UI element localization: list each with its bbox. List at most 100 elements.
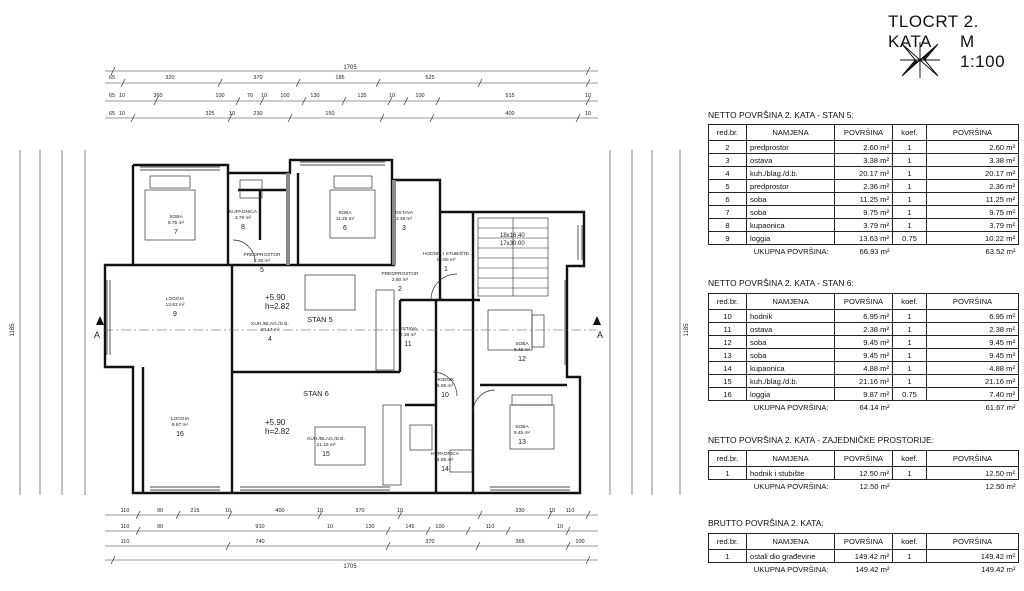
table-cell: 2.38 m² [926, 322, 1019, 336]
dimension-label: 130 [310, 93, 319, 99]
table-cell: kupaonica [746, 218, 835, 232]
total-net-area: 12.50 m² [985, 482, 1016, 491]
table-header-cell: NAMJENA [746, 124, 835, 141]
dimension-label: 370 [253, 75, 262, 81]
total-area: 66.93 m² [859, 247, 890, 256]
table-cell: 9.45 m² [926, 348, 1019, 362]
dimension-label: 10 [389, 93, 395, 99]
table-cell: 1 [892, 361, 927, 375]
table-cell: kuh./blag./d.b. [746, 166, 835, 180]
table-cell: 1 [892, 179, 927, 193]
total-label: UKUPNA POVRŠINA: [753, 403, 829, 412]
table-cell: ostava [746, 153, 835, 167]
dimension-label: 65 [109, 111, 115, 117]
table-cell: 20.17 m² [926, 166, 1019, 180]
table-header-cell: red.br. [708, 124, 747, 141]
table-header-cell: red.br. [708, 450, 747, 467]
room-number: 12 [518, 356, 526, 363]
total-label: UKUPNA POVRŠINA: [753, 565, 829, 574]
table-cell: 4.88 m² [926, 361, 1019, 375]
dimension-label: 740 [255, 539, 264, 545]
table-cell: 9.75 m² [926, 205, 1019, 219]
dimension-label: 10 [585, 111, 591, 117]
table-cell: 12.50 m² [926, 466, 1019, 480]
room-number: 9 [173, 311, 177, 318]
dimension-label: 65 [109, 93, 115, 99]
dim-right-total: 1185 [684, 323, 690, 337]
table-cell: 2.36 m² [834, 179, 893, 193]
dimension-label: 230 [253, 111, 262, 117]
section-marker-right: A [597, 330, 603, 340]
table-header-cell: red.br. [708, 533, 747, 550]
room-number: 5 [260, 267, 264, 274]
dimension-label: 10 [229, 111, 235, 117]
dimension-label: 100 [435, 524, 444, 530]
table-cell: 11.25 m² [834, 192, 893, 206]
table-header-cell: koef. [892, 124, 927, 141]
table-cell: 2.60 m² [926, 140, 1019, 154]
dimension-label: 70 [247, 93, 253, 99]
dimension-label: 400 [275, 508, 284, 514]
room-area: 13.63 m² [166, 302, 185, 308]
dimension-label: 10 [585, 93, 591, 99]
table-cell: 0.75 [892, 231, 927, 245]
table-cell: 1 [892, 348, 927, 362]
table-cell: 13 [708, 348, 747, 362]
table-cell: soba [746, 348, 835, 362]
plan-title: TLOCRT 2. KATA [888, 12, 979, 51]
table-cell: 6 [708, 192, 747, 206]
section-marker-left: A [94, 330, 100, 340]
table-header-cell: koef. [892, 293, 927, 310]
table-cell: 8 [708, 218, 747, 232]
table-cell: 9 [708, 231, 747, 245]
dimension-label: 10 [119, 93, 125, 99]
table-cell: 15 [708, 374, 747, 388]
table-cell: 4 [708, 166, 747, 180]
dimension-label: 370 [355, 508, 364, 514]
table-cell: predprostor [746, 140, 835, 154]
table-cell: 3.38 m² [834, 153, 893, 167]
stan6-table-title: NETTO POVRŠINA 2. KATA - STAN 6: [708, 278, 854, 288]
table-cell: 1 [892, 218, 927, 232]
room-number: 7 [174, 229, 178, 236]
table-cell: 2.38 m² [834, 322, 893, 336]
dimension-label: 65 [109, 75, 115, 81]
dimension-label: 90 [157, 524, 163, 530]
dimension-label: 10 [549, 508, 555, 514]
table-cell: 1 [892, 309, 927, 323]
room-name: SOBA [338, 210, 352, 216]
room-number: 6 [343, 225, 347, 232]
room-area: 3.38 m² [396, 216, 413, 222]
dimension-label: 150 [325, 111, 334, 117]
stan5-label: STAN 5 [307, 315, 333, 324]
table-cell: soba [746, 192, 835, 206]
table-cell: 10 [708, 309, 747, 323]
table-cell: 9.45 m² [834, 348, 893, 362]
table-cell: 3.38 m² [926, 153, 1019, 167]
table-cell: 1 [892, 153, 927, 167]
dimension-label: 10 [317, 508, 323, 514]
dimension-label: 110 [486, 524, 495, 530]
height-stan6: h=2.82 [265, 427, 290, 436]
table-cell: 10.22 m² [926, 231, 1019, 245]
room-name: PREDPROSTOR [382, 271, 419, 277]
table-cell: 9.45 m² [926, 335, 1019, 349]
table-cell: 1 [892, 466, 927, 480]
table-cell: 7.40 m² [926, 387, 1019, 401]
table-cell: 1 [892, 322, 927, 336]
room-number: 13 [518, 439, 526, 446]
dimension-label: 100 [215, 93, 224, 99]
